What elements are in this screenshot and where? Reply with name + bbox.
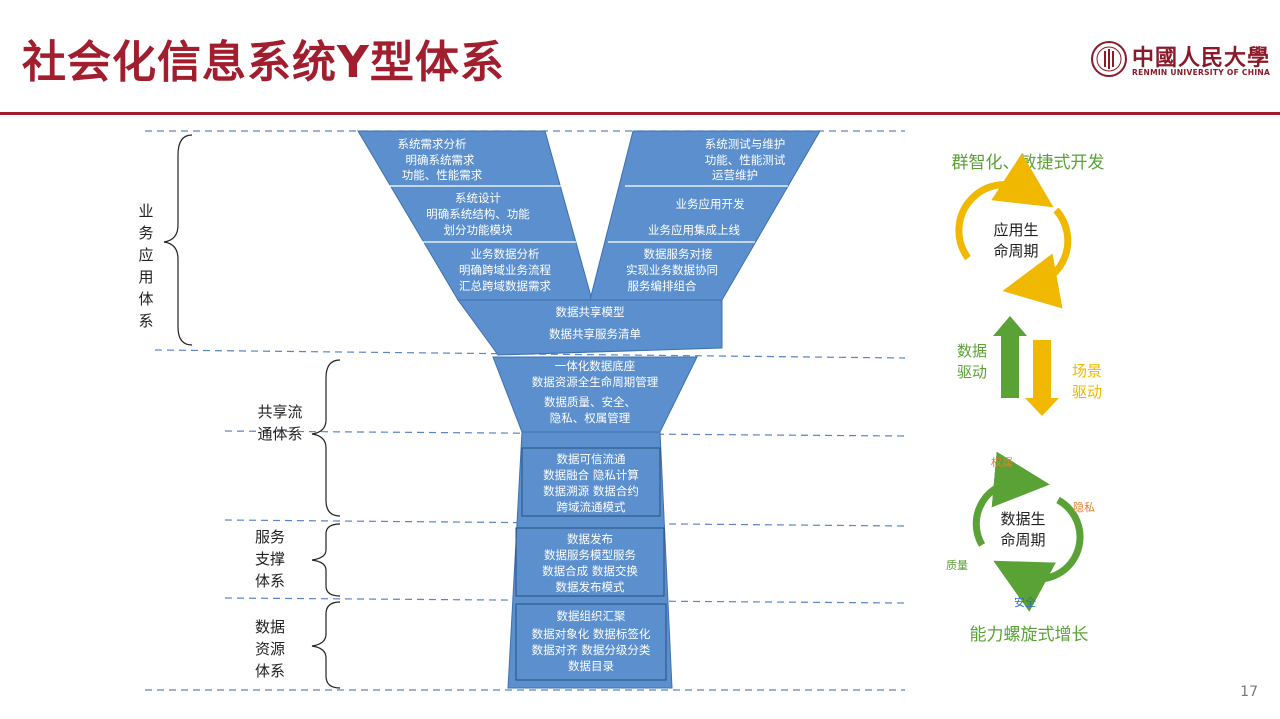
stem-2-line-4: 数据发布模式 (556, 580, 625, 594)
right-arm-1-line-3: 运营维护 (712, 168, 758, 182)
right-arm-3-line-2: 实现业务数据协同 (626, 263, 718, 277)
ring-label-quality: 质量 (946, 559, 968, 572)
stem-box-3-outline (515, 603, 667, 681)
left-arm-2-line-3: 划分功能模块 (444, 223, 513, 237)
right-arm-1-line-2: 功能、性能测试 (705, 153, 786, 167)
left-arm-2-line-2: 明确系统结构、功能 (426, 207, 530, 221)
university-seal-icon (1091, 41, 1127, 77)
right-arm-2-line-3: 业务应用集成上线 (648, 223, 740, 237)
stem-3-line-1: 数据组织汇聚 (557, 609, 626, 623)
y-shape (357, 130, 821, 689)
funnel-line-4: 隐私、权属管理 (550, 411, 631, 425)
right-arm-1-line-1: 系统测试与维护 (705, 137, 786, 151)
left-arm-3-line-2: 明确跨域业务流程 (459, 263, 551, 277)
stem-3-line-3: 数据对齐 数据分级分类 (532, 643, 651, 657)
stem-3-line-2: 数据对象化 数据标签化 (532, 627, 651, 641)
funnel-line-1: 一体化数据底座 (555, 359, 636, 373)
ring-label-privacy: 隐私 (1073, 501, 1095, 514)
page-number: 17 (1240, 684, 1258, 700)
funnel-line-2: 数据资源全生命周期管理 (532, 375, 659, 389)
left-arm-1-line-1: 系统需求分析 (398, 137, 467, 151)
junction-line-2: 数据共享服务清单 (549, 327, 641, 341)
stem-1-line-4: 跨域流通模式 (557, 500, 626, 514)
data-cycle-label-1: 数据生 (1000, 510, 1045, 528)
arm-dividers (389, 185, 788, 243)
tier-label-share: 共享流通体系 (257, 403, 303, 443)
ring-label-security: 安全 (1014, 595, 1036, 609)
stem-box-2-outline (515, 527, 665, 597)
ring-label-ownership: 权属 (991, 456, 1013, 469)
university-logo: 中國人民大學 RENMIN UNIVERSITY OF CHINA (1090, 40, 1270, 86)
tier-label-app: 业务应用体系 (138, 202, 154, 330)
down-arrow-icon (1025, 340, 1059, 416)
scene-driven-label-1: 场景 (1072, 362, 1102, 380)
brace-share (311, 359, 341, 517)
tier-label-resource: 数据资源体系 (254, 618, 285, 680)
app-cycle-label-2: 命周期 (993, 242, 1038, 260)
tier-braces (163, 134, 341, 689)
app-ring-arc-1 (955, 153, 1054, 261)
funnel-line-3: 数据质量、安全、 (544, 395, 636, 409)
stem-2-line-3: 数据合成 数据交换 (542, 564, 638, 578)
left-arm-2-line-1: 系统设计 (455, 191, 501, 205)
bottom-caption: 能力螺旋式增长 (970, 625, 1089, 645)
stem-1-line-2: 数据融合 隐私计算 (543, 468, 639, 482)
data-driven-label-1: 数据 (957, 342, 987, 360)
app-cycle-label-1: 应用生 (993, 221, 1038, 239)
brace-service (311, 523, 341, 597)
app-lifecycle-ring (955, 153, 1072, 309)
left-arm-1-line-3: 功能、性能需求 (402, 168, 483, 182)
stem-box-1-outline (521, 447, 661, 517)
y-junction (457, 299, 723, 356)
right-arm-3-line-3: 服务编排组合 (628, 279, 697, 293)
top-caption: 群智化、敏捷式开发 (952, 153, 1105, 173)
data-lifecycle-ring (972, 451, 1084, 612)
app-ring-arc-2 (1002, 207, 1072, 309)
stem-1-line-3: 数据溯源 数据合约 (543, 484, 639, 498)
up-arrow-icon (993, 316, 1027, 398)
right-arm-3-line-1: 数据服务对接 (644, 247, 713, 261)
left-arm-3-line-1: 业务数据分析 (471, 247, 540, 261)
scene-driven-label-2: 驱动 (1072, 383, 1102, 401)
brace-resource (311, 601, 341, 689)
logo-name-en: RENMIN UNIVERSITY OF CHINA (1132, 68, 1271, 77)
stem-2-line-2: 数据服务模型服务 (544, 548, 636, 562)
slide-title: 社会化信息系统Y型体系 (22, 37, 505, 88)
left-arm-3-line-3: 汇总跨域数据需求 (459, 279, 551, 293)
y-stem (507, 431, 673, 689)
tier-label-service: 服务支撑体系 (254, 528, 285, 590)
left-arm-1-line-2: 明确系统需求 (406, 153, 475, 167)
data-cycle-label-2: 命周期 (1000, 531, 1045, 549)
data-driven-label-2: 驱动 (957, 363, 987, 381)
stem-3-line-4: 数据目录 (568, 659, 614, 673)
y-shape-text: 系统需求分析 明确系统需求 功能、性能需求 系统设计 明确系统结构、功能 划分功… (398, 137, 786, 673)
stem-2-line-1: 数据发布 (567, 532, 613, 546)
stem-1-line-1: 数据可信流通 (557, 452, 626, 466)
logo-name-cn: 中國人民大學 (1132, 46, 1271, 71)
brace-app (163, 134, 193, 346)
junction-line-1: 数据共享模型 (556, 305, 625, 319)
right-panel: 群智化、敏捷式开发 应用生 命周期 数据 驱动 场景 驱动 数据生 命周期 权属… (946, 153, 1105, 645)
data-ring-arc-1 (972, 451, 1050, 547)
stem-box-outlines (515, 447, 667, 681)
title-divider (0, 112, 1280, 115)
data-ring-arc-2 (993, 496, 1084, 612)
right-arm-2-line-1: 业务应用开发 (676, 197, 745, 211)
